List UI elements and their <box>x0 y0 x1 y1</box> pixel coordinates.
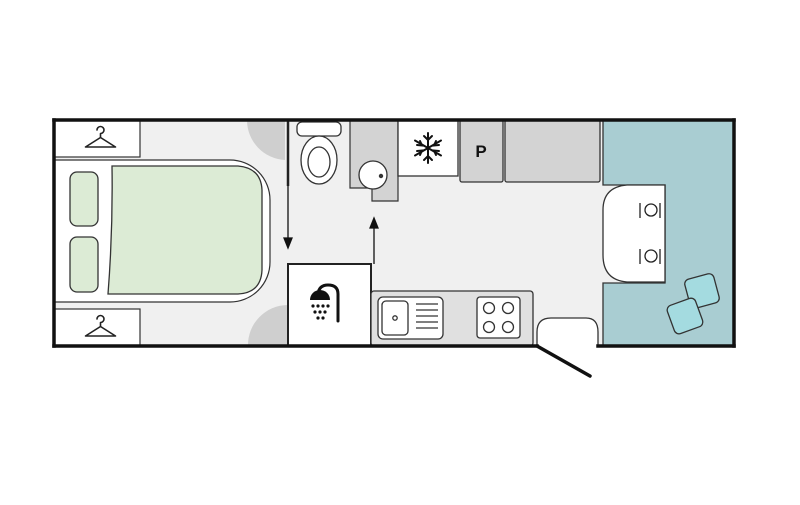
clothes-hanger-icon <box>84 125 117 148</box>
entry-step <box>536 317 599 346</box>
kitchen-cabinet <box>504 119 601 183</box>
sink-icon <box>377 296 444 340</box>
clothes-hanger-icon <box>84 314 117 337</box>
bed-mattress <box>107 165 263 295</box>
cushions <box>666 273 720 335</box>
entry-door <box>535 344 592 378</box>
wardrobe-top <box>53 119 141 158</box>
exterior-walls <box>52 118 736 348</box>
wardrobe-bottom <box>53 308 141 347</box>
shower <box>287 263 372 347</box>
cooktop-icon <box>476 296 521 339</box>
dinette-place-settings <box>639 203 661 264</box>
door-swing-icon <box>247 305 288 346</box>
shower-icon <box>310 283 340 323</box>
snowflake-icon <box>414 132 442 164</box>
walkway-arrows <box>283 186 379 264</box>
toilet-icon <box>296 121 342 185</box>
pantry-label: P <box>475 142 486 161</box>
door-swing-icon <box>246 120 285 160</box>
hand-basin-icon <box>358 160 388 190</box>
bed-pillow-bottom <box>69 236 99 293</box>
dinette-table-icon <box>602 184 666 283</box>
bed-pillow-top <box>69 171 99 227</box>
